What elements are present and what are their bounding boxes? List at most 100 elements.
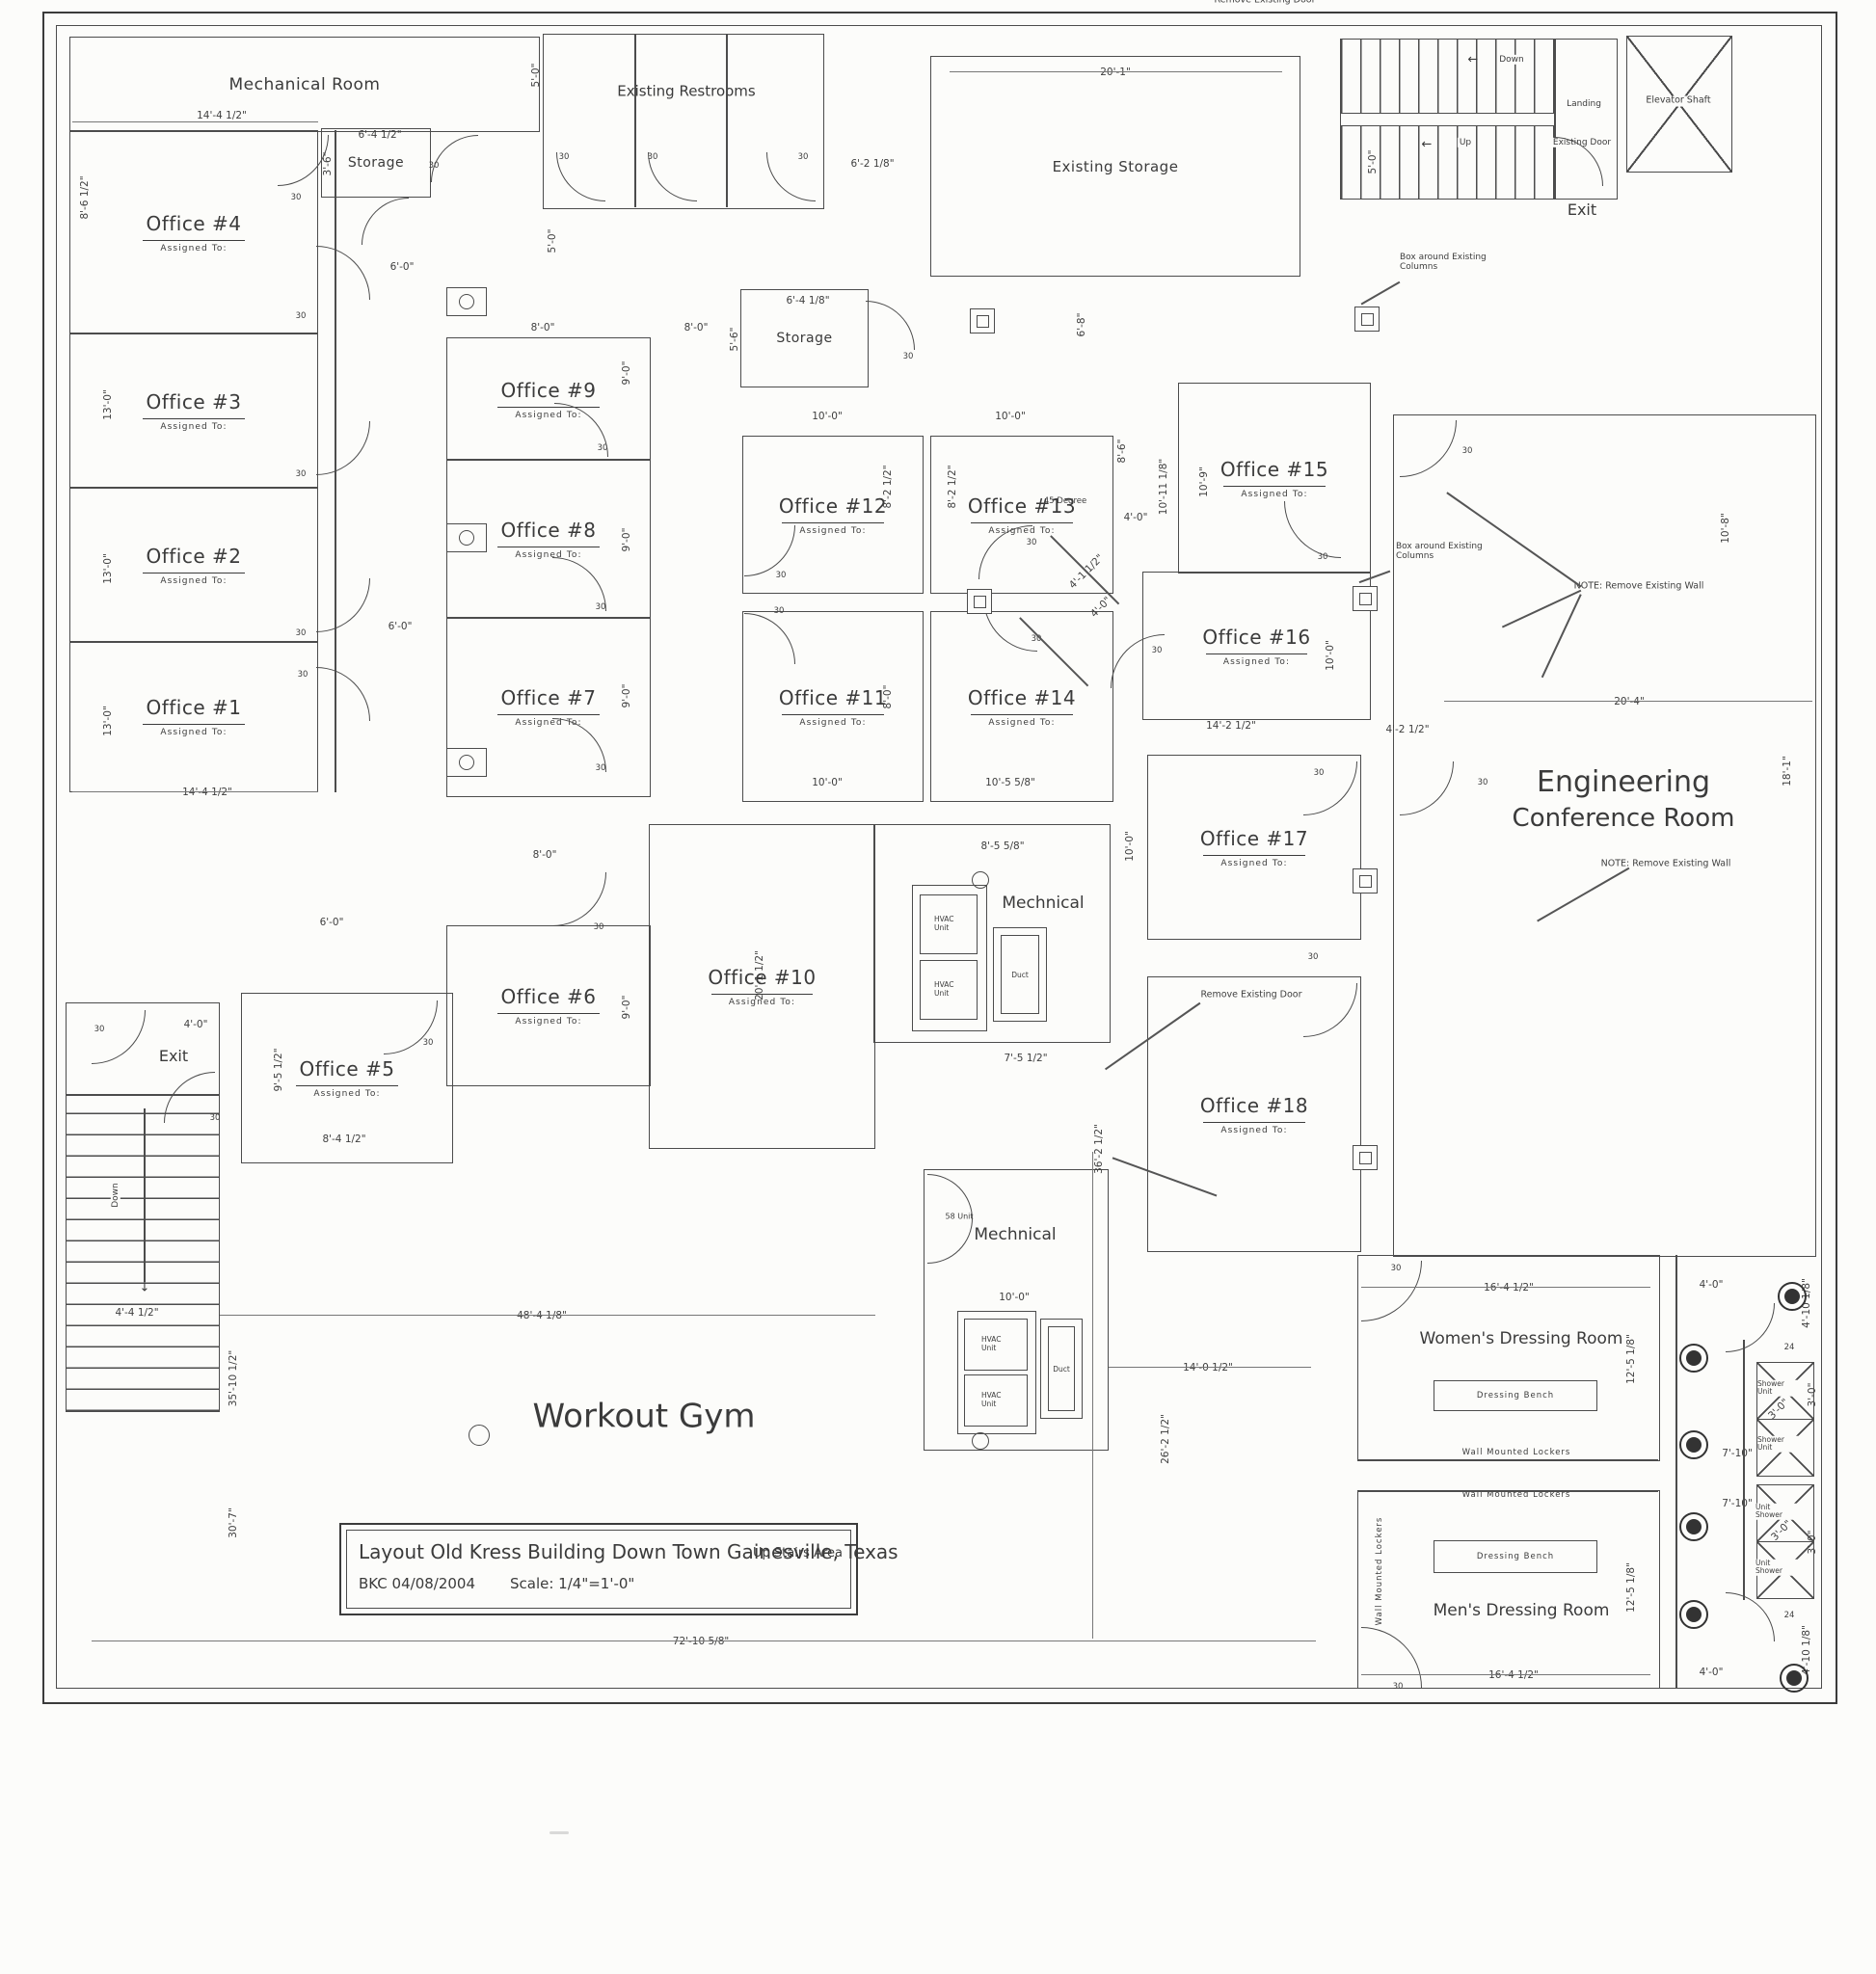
room-mechanical-upper — [873, 824, 1111, 1043]
dimension-label: 9'-0" — [621, 360, 632, 386]
dimension-label: 4'-0" — [183, 1019, 208, 1030]
dimension-label: 13'-0" — [102, 553, 114, 584]
wall-segment — [634, 34, 636, 207]
dimension-line — [1092, 1152, 1093, 1639]
assigned-to-label: Assigned To: — [143, 724, 245, 737]
hvac-unit-label: HVAC Unit — [981, 1391, 1002, 1408]
note-box-around-columns-2: Box around Existing Columns — [1396, 542, 1483, 562]
room-label-office-17: Office #17 — [1199, 826, 1309, 850]
note-remove-existing-wall-1: NOTE: Remove Existing Wall — [1573, 580, 1704, 592]
dimension-line — [1361, 1674, 1650, 1675]
toilet-icon — [1778, 1282, 1807, 1311]
room-label-office-15: Office #15 — [1219, 457, 1329, 481]
duct-box: Duct — [993, 927, 1047, 1022]
dressing-bench-label: Dressing Bench — [1476, 1552, 1555, 1561]
room-label-existing-restrooms: Existing Restrooms — [613, 83, 760, 100]
assigned-to-label: Assigned To: — [296, 1085, 398, 1099]
dimension-label: 8'-2 1/2" — [947, 465, 958, 509]
assigned-to-label: Assigned To: — [1203, 1121, 1305, 1135]
dimension-label: 35'-10 1/2" — [228, 1349, 239, 1407]
assigned-to-label: Assigned To: — [497, 406, 600, 420]
dimension-label: 5'-6" — [729, 327, 740, 352]
room-mechanical: Mechanical Room — [69, 37, 540, 132]
room-label-existing-storage: Existing Storage — [1052, 157, 1179, 175]
toilet-icon — [1679, 1600, 1708, 1629]
duct-box: Duct — [1040, 1319, 1083, 1419]
toilet-icon — [1679, 1512, 1708, 1541]
door-size-tag: 24 — [1783, 1611, 1795, 1620]
title-line2-author-date: BKC 04/08/2004 — [359, 1575, 476, 1592]
room-label-office-7: Office #7 — [500, 686, 597, 709]
dimension-line — [220, 1315, 875, 1316]
engineering-label-line1: Engineering — [1537, 764, 1710, 799]
dimension-label: 14'-2 1/2" — [1206, 720, 1256, 732]
assigned-to-label: Assigned To: — [782, 713, 884, 728]
dimension-label: 10'-11 1/8" — [1158, 458, 1169, 516]
dimension-line — [1444, 701, 1812, 702]
wall-segment — [1743, 1340, 1745, 1600]
existing-door-label: Existing Door — [1550, 137, 1614, 148]
hvac-unit-box: HVAC Unit — [964, 1319, 1028, 1371]
room-mechanical-lower — [924, 1169, 1109, 1451]
wall-segment — [1675, 1255, 1677, 1689]
room-office-17: Office #17 Assigned To: — [1147, 755, 1361, 940]
landing-label: Landing — [1565, 98, 1603, 110]
column-circle-icon — [972, 1432, 989, 1450]
door-size-tag: 30 — [775, 571, 787, 580]
dressing-bench-women: Dressing Bench — [1434, 1380, 1597, 1411]
column-symbol — [970, 308, 995, 333]
room-office-10: Office #10 Assigned To: — [649, 824, 875, 1149]
dimension-label: 9'-5 1/2" — [273, 1048, 284, 1092]
room-label-office-13: Office #13 — [967, 494, 1077, 518]
assigned-to-label: Assigned To: — [497, 714, 600, 728]
dimension-label: 7'-5 1/2" — [1004, 1053, 1048, 1064]
room-label-mechanical-lower: Mechnical — [974, 1225, 1057, 1245]
room-office-16: Office #16 Assigned To: — [1142, 572, 1371, 720]
dimension-label: 20'-1" — [1100, 67, 1131, 78]
column-nook-symbol — [446, 523, 487, 552]
column-circle-icon — [972, 871, 989, 889]
dimension-label: 12'-5 1/8" — [1625, 1562, 1637, 1613]
wall-segment — [1357, 1459, 1658, 1461]
shower-unit-label: Unit Shower — [1755, 1559, 1798, 1576]
door-size-tag: 30 — [1317, 552, 1328, 562]
dimension-label: 8'-5 5/8" — [980, 840, 1025, 852]
toilet-icon — [1679, 1430, 1708, 1459]
note-45-degree: 45 Degree — [1043, 496, 1087, 506]
room-label-office-8: Office #8 — [500, 518, 597, 542]
mens-dressing-label: Men's Dressing Room — [1433, 1601, 1610, 1621]
column-symbol — [967, 589, 992, 614]
dimension-label: 6'-2 1/8" — [850, 158, 895, 170]
room-label-office-1: Office #1 — [146, 696, 242, 719]
engineering-label-line2: Conference Room — [1512, 804, 1735, 834]
room-label-office-2: Office #2 — [146, 544, 242, 568]
room-label-mechanical: Mechanical Room — [228, 74, 381, 94]
title-line1: Layout Old Kress Building Down Town Gain… — [359, 1540, 898, 1563]
dimension-label: 10'-9" — [1198, 467, 1210, 497]
dimension-label: 4'-0" — [1699, 1279, 1724, 1291]
stair-landing — [1554, 39, 1618, 200]
assigned-to-label: Assigned To: — [497, 1013, 600, 1027]
dressing-bench-men: Dressing Bench — [1434, 1540, 1597, 1573]
room-label-office-4: Office #4 — [146, 211, 242, 235]
door-size-tag: 30 — [902, 352, 914, 361]
dimension-label: 10'-5 5/8" — [985, 777, 1035, 788]
room-office-9: Office #9 Assigned To: — [446, 337, 651, 461]
dimension-label: 30'-7" — [228, 1507, 239, 1538]
wall-segment — [335, 130, 336, 792]
room-label-office-9: Office #9 — [500, 378, 597, 402]
dimension-label: 26'-2 1/2" — [1160, 1414, 1171, 1464]
dimension-label: 10'-8" — [1720, 513, 1731, 544]
toilet-icon — [1679, 1344, 1708, 1373]
dimension-label: 13'-0" — [102, 389, 114, 420]
dimension-label: 10'-0" — [999, 1292, 1030, 1303]
door-size-tag: 30 — [422, 1038, 434, 1048]
dimension-label: 8'-0" — [530, 322, 555, 333]
room-office-2: Office #2 Assigned To: — [69, 487, 318, 643]
dimension-label: 72'-10 5/8" — [672, 1636, 730, 1647]
column-nook-symbol — [446, 287, 487, 316]
exit-bottom-left-label: Exit — [155, 1047, 192, 1066]
column-nook-symbol — [446, 748, 487, 777]
dimension-label: 4'-2 1/2" — [1385, 724, 1430, 735]
